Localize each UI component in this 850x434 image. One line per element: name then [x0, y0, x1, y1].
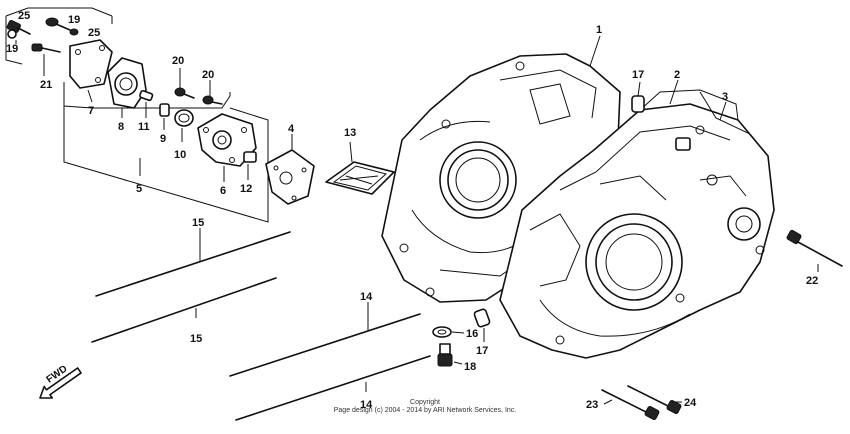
- pin-9: [159, 103, 170, 130]
- bolt-21: [31, 43, 61, 76]
- long-bolt-22: [786, 229, 843, 272]
- bolt-25-19-left: [6, 19, 31, 39]
- callout-19-top: 19: [68, 14, 80, 26]
- callout-17-top: 17: [632, 69, 644, 81]
- leader-lines: [15, 35, 727, 176]
- stud-bolt-15-lower: [91, 277, 277, 343]
- callout-21: 21: [40, 79, 52, 91]
- pump-cover-plate-7: [69, 39, 113, 103]
- callout-9: 9: [160, 133, 166, 145]
- oil-pump-group-outline: [5, 7, 269, 223]
- callout-17-bottom: 17: [476, 345, 488, 357]
- stud-bolt-14-lower: [235, 355, 431, 421]
- callout-25-top: 25: [88, 27, 100, 39]
- bolt-24: [627, 385, 682, 415]
- callout-8: 8: [118, 121, 124, 133]
- callout-25-left: 25: [18, 10, 30, 22]
- callout-16: 16: [466, 328, 478, 340]
- callout-24: 24: [684, 397, 697, 409]
- sealing-washer-16: [432, 326, 465, 338]
- callout-numbers: 1 2 3 4 5 6 7 8 9 10 11 12 13 14 14 15 1…: [6, 10, 818, 411]
- copyright-line-1: Copyright: [410, 399, 440, 406]
- oil-pump-body-6: [197, 113, 257, 182]
- collar-12: [243, 151, 257, 180]
- callout-13: 13: [344, 127, 356, 139]
- dowel-pin-17-top: [631, 81, 645, 113]
- callout-5: 5: [136, 183, 142, 195]
- seal-10: [174, 109, 194, 142]
- pump-housing-8: [107, 57, 147, 118]
- callout-3: 3: [722, 91, 728, 103]
- callout-20-b: 20: [202, 69, 214, 81]
- callout-22: 22: [806, 275, 818, 287]
- dowel-pin-17-bottom: [473, 308, 491, 342]
- callout-19-left: 19: [6, 43, 18, 55]
- callout-14-upper: 14: [360, 291, 373, 303]
- callout-4: 4: [288, 123, 295, 135]
- oil-strainer-screen-13: [325, 141, 395, 195]
- bolt-20-a: [174, 87, 195, 99]
- callout-23: 23: [586, 399, 598, 411]
- callout-12: 12: [240, 183, 252, 195]
- drain-bolt-18: [437, 343, 463, 367]
- dowel-pin-11: [139, 89, 154, 118]
- stud-bolt-15-upper: [95, 228, 291, 297]
- callout-6: 6: [220, 185, 226, 197]
- bolt-23: [601, 389, 660, 421]
- copyright-notice: Copyright Page design (c) 2004 - 2014 by…: [334, 399, 517, 414]
- copyright-line-2: Page design (c) 2004 - 2014 by ARI Netwo…: [334, 407, 517, 414]
- callout-10: 10: [174, 149, 186, 161]
- callout-15-lower: 15: [190, 333, 202, 345]
- callout-11: 11: [138, 121, 150, 133]
- crankcase-right-half-2-3: [499, 89, 775, 359]
- bolt-20-b: [202, 95, 223, 105]
- callout-14-lower: 14: [360, 399, 373, 411]
- callout-15-upper: 15: [192, 217, 204, 229]
- callout-2: 2: [674, 69, 680, 81]
- callout-1: 1: [596, 24, 602, 36]
- pump-gasket-4: [265, 134, 315, 205]
- stud-bolt-14-upper: [229, 302, 421, 377]
- forward-arrow-icon: FWD: [39, 363, 82, 399]
- bolt-19-25-top: [45, 17, 79, 36]
- callout-18: 18: [464, 361, 476, 373]
- callout-7: 7: [88, 105, 94, 117]
- callout-20-a: 20: [172, 55, 184, 67]
